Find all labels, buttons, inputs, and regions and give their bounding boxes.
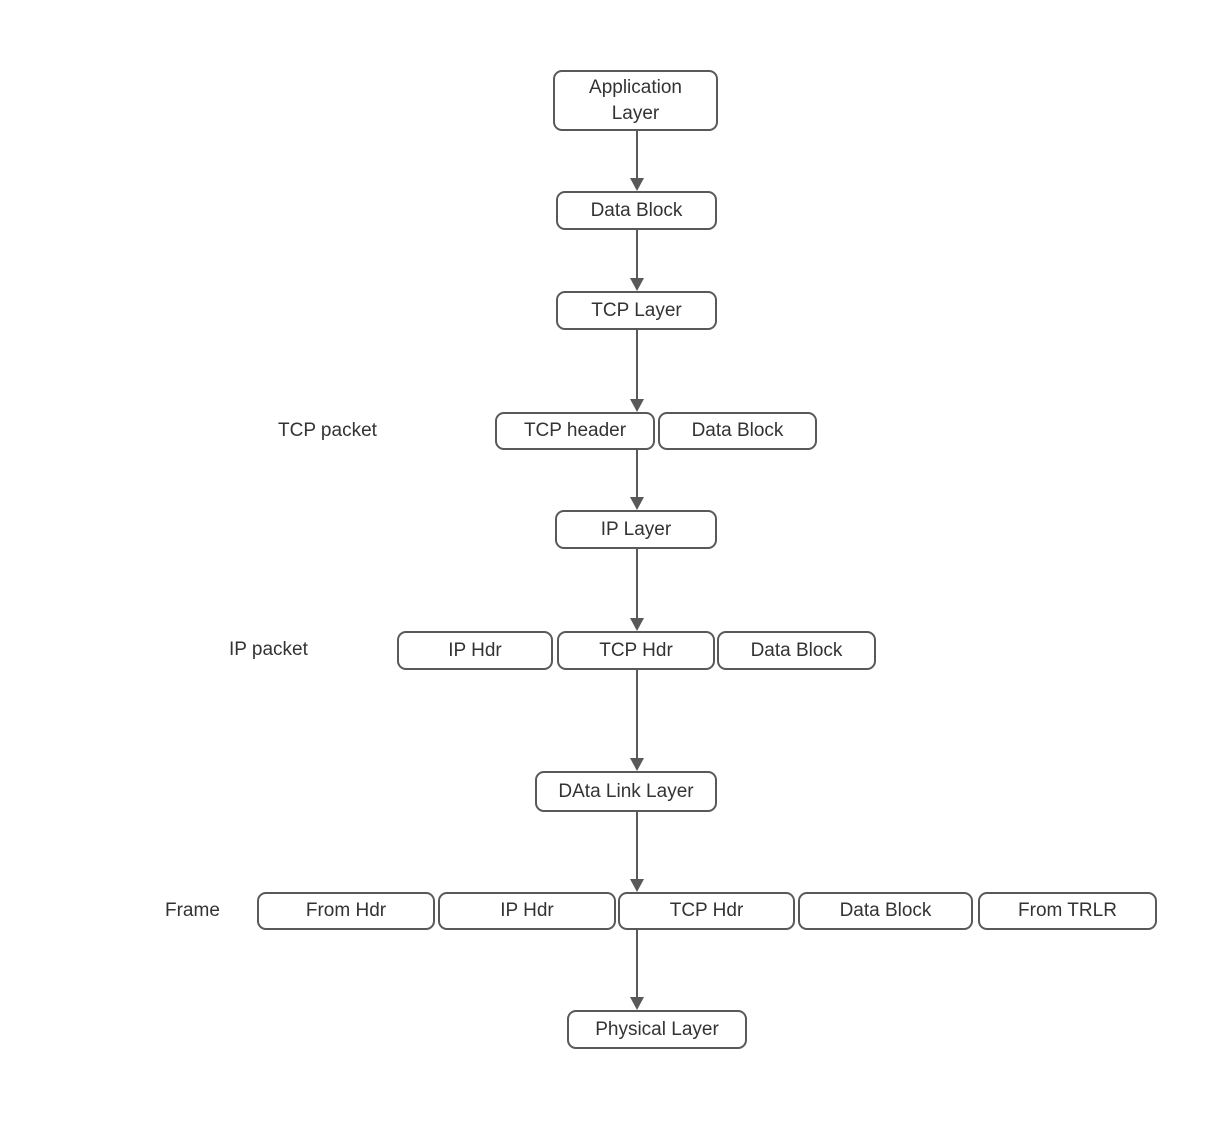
node-ip-layer: IP Layer bbox=[555, 510, 717, 549]
node-frame-ip-hdr: IP Hdr bbox=[438, 892, 616, 930]
arrow-iplayer-to-ippacket bbox=[630, 549, 644, 631]
arrow-frame-to-physical bbox=[630, 930, 644, 1010]
node-ip-packet-ip-hdr: IP Hdr bbox=[397, 631, 553, 670]
node-data-link-layer: DAta Link Layer bbox=[535, 771, 717, 812]
node-physical-layer: Physical Layer bbox=[567, 1010, 747, 1049]
arrow-application-to-datablock bbox=[630, 131, 644, 191]
label-frame: Frame bbox=[165, 900, 220, 921]
node-application-layer: Application Layer bbox=[553, 70, 718, 131]
label-ip-packet: IP packet bbox=[229, 639, 308, 660]
label-tcp-packet: TCP packet bbox=[278, 420, 377, 441]
arrow-datablock-to-tcplayer bbox=[630, 230, 644, 291]
node-ip-packet-data-block: Data Block bbox=[717, 631, 876, 670]
node-tcp-packet-data-block: Data Block bbox=[658, 412, 817, 450]
arrow-tcplayer-to-tcppacket bbox=[630, 330, 644, 412]
node-frame-tcp-hdr: TCP Hdr bbox=[618, 892, 795, 930]
node-frame-data-block: Data Block bbox=[798, 892, 973, 930]
node-frame-from-trlr: From TRLR bbox=[978, 892, 1157, 930]
arrow-ippacket-to-datalink bbox=[630, 670, 644, 771]
node-tcp-header: TCP header bbox=[495, 412, 655, 450]
node-data-block-top: Data Block bbox=[556, 191, 717, 230]
node-tcp-layer: TCP Layer bbox=[556, 291, 717, 330]
node-ip-packet-tcp-hdr: TCP Hdr bbox=[557, 631, 715, 670]
arrow-tcppacket-to-iplayer bbox=[630, 450, 644, 510]
node-frame-from-hdr: From Hdr bbox=[257, 892, 435, 930]
arrow-datalink-to-frame bbox=[630, 812, 644, 892]
